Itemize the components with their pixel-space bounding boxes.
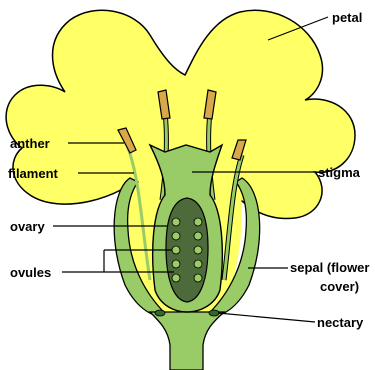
ovary-label: ovary (10, 219, 45, 234)
sepal-label-line2: cover) (320, 279, 359, 294)
nectary-leader (218, 313, 315, 322)
sepal-label-line1: sepal (flower (290, 260, 369, 275)
anther-label: anther (10, 136, 50, 151)
filament-label: filament (8, 166, 59, 181)
stem (150, 312, 224, 370)
ovules-label: ovules (10, 265, 51, 280)
nectary-label: nectary (317, 315, 364, 330)
petal-label: petal (332, 10, 362, 25)
stigma-label: stigma (318, 165, 361, 180)
